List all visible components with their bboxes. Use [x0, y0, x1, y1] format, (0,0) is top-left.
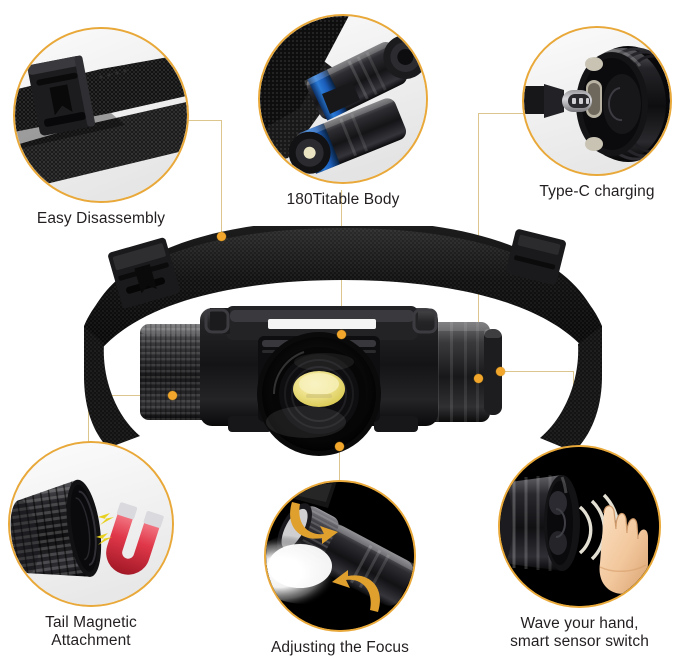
connector-sensor-horizontal	[500, 371, 574, 372]
feature-caption-smart-sensor: Wave your hand, smart sensor switch	[510, 615, 649, 651]
feature-image-tail-magnetic	[8, 441, 174, 607]
feature-image-smart-sensor	[498, 445, 661, 608]
feature-image-adjusting-focus	[264, 480, 416, 632]
feature-caption-tiltable-body: 180Titable Body	[286, 191, 400, 208]
callout-dot-easy-disassembly	[217, 232, 226, 241]
callout-dot-focus	[335, 442, 344, 451]
connector-tail-magnetic-vertical	[88, 395, 89, 443]
feature-smart-sensor-switch[interactable]: Wave your hand, smart sensor switch	[498, 445, 661, 652]
feature-caption-easy-disassembly: Easy Disassembly	[36, 210, 166, 227]
callout-dot-type-c	[474, 374, 483, 383]
feature-caption-tail-magnetic: Tail Magnetic Attachment	[45, 614, 137, 650]
feature-image-type-c-charging	[522, 26, 672, 176]
callout-dot-tiltable-body	[337, 330, 346, 339]
callout-dot-tail-magnetic	[168, 391, 177, 400]
headlamp-product-illustration	[78, 220, 608, 456]
connector-focus-vertical	[339, 446, 340, 481]
feature-adjusting-the-focus[interactable]: Adjusting the Focus	[264, 480, 416, 657]
callout-dot-sensor	[496, 367, 505, 376]
feature-tail-magnetic-attachment[interactable]: Tail Magnetic Attachment	[8, 441, 174, 651]
feature-image-tiltable-body	[258, 14, 428, 184]
feature-easy-disassembly[interactable]: Easy Disassembly	[13, 27, 189, 228]
feature-image-easy-disassembly	[13, 27, 189, 203]
feature-tiltable-body[interactable]: 180Titable Body	[258, 14, 428, 209]
connector-easy-disassembly-vertical	[221, 120, 222, 238]
connector-type-c-horizontal	[478, 113, 523, 114]
feature-caption-type-c-charging: Type-C charging	[539, 183, 655, 200]
feature-type-c-charging[interactable]: Type-C charging	[522, 26, 672, 201]
connector-tail-magnetic-horizontal	[88, 395, 174, 396]
feature-caption-adjusting-focus: Adjusting the Focus	[270, 639, 410, 656]
